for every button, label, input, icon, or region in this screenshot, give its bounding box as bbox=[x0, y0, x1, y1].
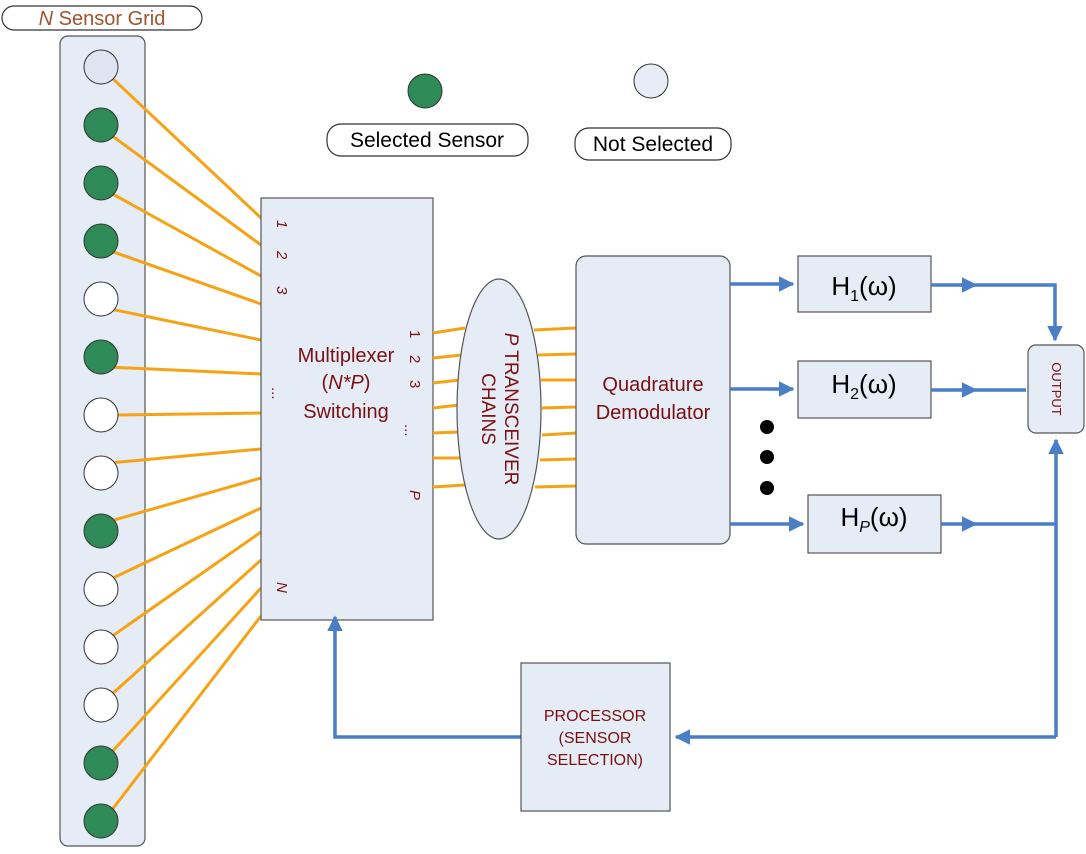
grid-title-var: N bbox=[39, 8, 54, 30]
filter-h2-suffix: (ω) bbox=[859, 369, 897, 399]
mux-line2-var: N*P bbox=[328, 372, 364, 394]
svg-text:HP(ω): HP(ω) bbox=[840, 502, 907, 536]
filter-h2-sub: 2 bbox=[850, 386, 859, 403]
legend-selected-marker bbox=[407, 73, 443, 109]
mux-line3: Switching bbox=[303, 401, 389, 423]
demodulator-block: Quadrature Demodulator bbox=[575, 255, 731, 545]
mux-line1: Multiplexer bbox=[298, 345, 395, 367]
mux-input-label-n: N bbox=[273, 582, 290, 593]
mux-output-label-1: 1 bbox=[406, 330, 423, 338]
legend: Selected Sensor Not Selected bbox=[326, 63, 732, 161]
svg-text:H1(ω): H1(ω) bbox=[831, 271, 896, 305]
transceiver-line2: CHAINS bbox=[477, 373, 498, 445]
filter-h1-base: H bbox=[831, 271, 850, 301]
sensor-selected bbox=[83, 165, 119, 201]
mux-output-label-2: 2 bbox=[406, 355, 423, 363]
sensor-selected bbox=[83, 107, 119, 143]
sensor-not-selected bbox=[83, 687, 119, 723]
sensor-not-selected bbox=[83, 629, 119, 665]
legend-selected-pill bbox=[326, 123, 529, 157]
sensor-selected bbox=[83, 339, 119, 375]
sensor-not-selected bbox=[83, 455, 119, 491]
transceiver-var: P bbox=[500, 333, 521, 346]
multiplexer-block: Multiplexer (N*P) Switching 1 2 3 ... N … bbox=[260, 197, 434, 621]
multiplexer-box bbox=[260, 197, 434, 621]
demod-line1: Quadrature bbox=[602, 374, 703, 396]
demod-line2: Demodulator bbox=[596, 402, 711, 424]
filter-h1: H1(ω) bbox=[797, 255, 932, 313]
sensor-selected bbox=[83, 223, 119, 259]
legend-not-selected-pill bbox=[574, 127, 732, 161]
sensor-wire bbox=[110, 249, 262, 306]
processor-block: PROCESSOR (SENSOR SELECTION) bbox=[520, 662, 671, 812]
transceiver-chains: P TRANSCEIVER CHAINS bbox=[456, 278, 542, 540]
filters-ellipsis-dot-1 bbox=[760, 420, 774, 434]
mux-output-label-dots: ... bbox=[401, 424, 418, 437]
sensor-wire bbox=[111, 447, 262, 465]
output-block: OUTPUT bbox=[1027, 344, 1085, 434]
sensor-grid-panel bbox=[59, 35, 146, 847]
legend-not-selected-label: Not Selected bbox=[593, 133, 713, 156]
sensor-wire bbox=[111, 365, 262, 376]
sensor-circles bbox=[83, 49, 119, 839]
filter-h1-sub: 1 bbox=[850, 288, 859, 305]
grid-title-text: Sensor Grid bbox=[53, 8, 165, 30]
sensor-selected bbox=[83, 745, 119, 781]
legend-not-selected-marker bbox=[633, 63, 669, 99]
sensor-selected bbox=[83, 803, 119, 839]
mux-input-label-2: 2 bbox=[273, 250, 290, 260]
processor-line3: SELECTION) bbox=[547, 752, 643, 769]
filter-hp-suffix: (ω) bbox=[870, 502, 908, 532]
transceiver-wires bbox=[432, 326, 577, 489]
sensor-wire bbox=[110, 476, 262, 523]
transceiver-line1: TRANSCEIVER bbox=[500, 345, 521, 485]
processor-line2: (SENSOR bbox=[559, 730, 632, 747]
mux-input-label-dots: ... bbox=[268, 387, 285, 400]
sensor-not-selected bbox=[83, 49, 119, 85]
filters-ellipsis-dot-3 bbox=[760, 481, 774, 495]
sensor-wire bbox=[110, 530, 262, 639]
sensor-not-selected bbox=[83, 397, 119, 433]
output-label: OUTPUT bbox=[1049, 362, 1064, 416]
filter-h2-base: H bbox=[831, 369, 850, 399]
sensor-wire bbox=[110, 76, 263, 220]
processor-line1: PROCESSOR bbox=[544, 708, 646, 725]
sensor-grid-title: N Sensor Grid bbox=[1, 5, 203, 31]
mux-input-label-1: 1 bbox=[273, 220, 290, 228]
sensor-wire bbox=[110, 506, 262, 581]
filter-hp-base: H bbox=[840, 502, 859, 532]
sensor-selected bbox=[83, 513, 119, 549]
filters-ellipsis-dot-2 bbox=[760, 450, 774, 464]
sensor-wire bbox=[117, 411, 262, 417]
filter-h2: H2(ω) bbox=[797, 360, 932, 419]
h1-to-output-line bbox=[976, 283, 1063, 342]
sensor-not-selected bbox=[83, 571, 119, 607]
sensor-wires bbox=[110, 76, 263, 812]
filter-hp-sub: P bbox=[859, 519, 870, 536]
sensor-wire bbox=[110, 586, 263, 754]
mux-input-label-3: 3 bbox=[273, 286, 290, 295]
svg-text:P TRANSCEIVER: P TRANSCEIVER bbox=[500, 333, 521, 486]
sensor-not-selected bbox=[83, 281, 119, 317]
sensor-wire bbox=[110, 133, 262, 247]
sensor-wire bbox=[110, 615, 263, 812]
filter-h1-suffix: (ω) bbox=[859, 271, 897, 301]
mux-output-label-3: 3 bbox=[406, 380, 423, 388]
sensor-wire bbox=[110, 307, 262, 342]
legend-selected-label: Selected Sensor bbox=[350, 129, 504, 152]
svg-text:N Sensor Grid: N Sensor Grid bbox=[39, 8, 166, 30]
svg-text:(N*P): (N*P) bbox=[322, 372, 371, 394]
mux-output-label-p: P bbox=[406, 490, 423, 500]
sensor-wire bbox=[110, 191, 262, 278]
filter-hp: HP(ω) bbox=[807, 494, 942, 554]
sensor-wire bbox=[110, 558, 263, 696]
svg-text:H2(ω): H2(ω) bbox=[831, 369, 896, 403]
processor-to-mux-arrow bbox=[327, 615, 521, 739]
